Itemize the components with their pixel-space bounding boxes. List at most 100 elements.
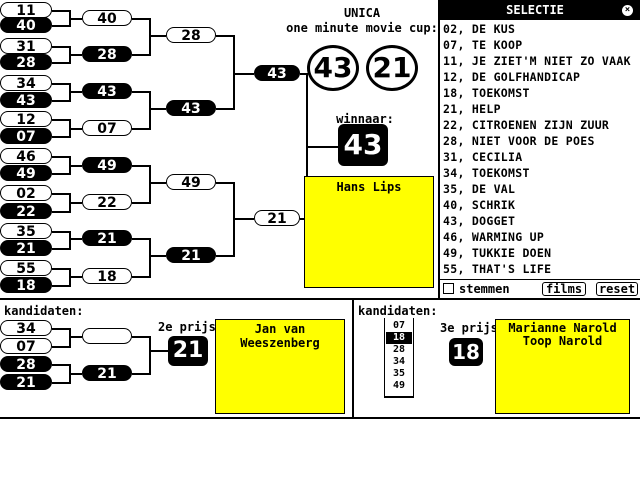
selectie-titlebar: [440, 0, 640, 20]
connector-line: [69, 336, 82, 338]
selectie-item[interactable]: 22, CITROENEN ZIJN ZUUR: [443, 118, 610, 132]
connector-line: [52, 100, 70, 102]
selectie-item[interactable]: 07, TE KOOP: [443, 38, 523, 52]
third-name: Marianne Narold Toop Narold: [508, 321, 617, 348]
connector-line: [52, 119, 70, 121]
selectie-item[interactable]: 55, THAT'S LIFE: [443, 262, 552, 276]
selectie-item[interactable]: 46, WARMING UP: [443, 230, 545, 244]
round4-entry: 43: [254, 65, 300, 82]
candidate-entry: 28: [0, 356, 52, 373]
connector-line: [52, 364, 70, 366]
selectie-item[interactable]: 11, JE ZIET'M NIET ZO VAAK: [443, 54, 631, 68]
selectie-item[interactable]: 28, NIET VOOR DE POES: [443, 134, 595, 148]
stemmen-label: stemmen: [459, 282, 510, 296]
connector-line: [69, 91, 82, 93]
round2-entry: 40: [82, 10, 132, 27]
selectie-item[interactable]: 49, TUKKIE DOEN: [443, 246, 552, 260]
connector-line: [52, 193, 70, 195]
connector-line: [52, 10, 70, 12]
connector-line: [149, 350, 168, 352]
selectie-item[interactable]: 35, DE VAL: [443, 182, 516, 196]
round1-entry: 22: [0, 203, 52, 220]
connector-line: [132, 276, 150, 278]
selectie-bottom-line: [440, 279, 640, 280]
app-subtitle: one minute movie cup:: [286, 21, 438, 35]
connector-line: [216, 255, 234, 257]
connector-line: [132, 238, 150, 240]
round1-entry: 28: [0, 54, 52, 71]
selectie-item[interactable]: 34, TOEKOMST: [443, 166, 530, 180]
bottom-border: [0, 417, 640, 419]
selectie-item[interactable]: 31, CECILIA: [443, 150, 523, 164]
selectie-item[interactable]: 21, HELP: [443, 102, 501, 116]
connector-line: [233, 35, 235, 110]
stemmen-checkbox[interactable]: [443, 283, 454, 294]
connector-line: [233, 73, 254, 75]
connector-line: [52, 136, 70, 138]
round1-entry: 40: [0, 17, 52, 34]
connector-line: [149, 238, 151, 278]
round1-entry: 43: [0, 92, 52, 109]
horizontal-divider: [0, 298, 640, 300]
candidate-entry: 34: [0, 320, 52, 337]
connector-line: [149, 182, 166, 184]
connector-line: [149, 91, 151, 130]
round1-entry: 07: [0, 128, 52, 145]
round2-entry: 49: [82, 157, 132, 174]
connector-line: [132, 336, 150, 338]
round2-entry: 28: [82, 46, 132, 63]
connector-line: [69, 328, 71, 348]
second-name: Jan van Weeszenberg: [240, 322, 320, 350]
connector-line: [132, 91, 150, 93]
connector-line: [69, 231, 71, 250]
round2-entry: 07: [82, 120, 132, 137]
third-list-item[interactable]: 07: [386, 320, 412, 332]
round3-entry: 49: [166, 174, 216, 191]
connector-line: [69, 202, 82, 204]
app-title: UNICA: [343, 6, 381, 20]
third-candidate-list[interactable]: [384, 318, 414, 398]
round1-entry: 34: [0, 75, 52, 92]
selectie-item[interactable]: 40, SCHRIK: [443, 198, 516, 212]
kandidaten-label-2: kandidaten:: [4, 304, 84, 318]
connector-line: [132, 202, 150, 204]
close-icon[interactable]: ×: [622, 5, 633, 16]
films-button[interactable]: films: [542, 282, 586, 296]
connector-line: [216, 182, 234, 184]
selectie-title: SELECTIE: [506, 3, 564, 17]
third-list-item[interactable]: 28: [386, 344, 412, 356]
third-list-item[interactable]: 35: [386, 368, 412, 380]
connector-line: [69, 276, 82, 278]
selectie-item[interactable]: 12, DE GOLFHANDICAP: [443, 70, 581, 84]
connector-line: [69, 54, 82, 56]
round1-entry: 31: [0, 38, 52, 55]
connector-line: [52, 211, 70, 213]
round3-entry: 21: [166, 247, 216, 264]
round2-entry: 18: [82, 268, 132, 285]
connector-line: [52, 382, 70, 384]
reset-button[interactable]: reset: [596, 282, 638, 296]
round1-entry: 21: [0, 240, 52, 257]
connector-line: [233, 218, 254, 220]
round1-entry: 11: [0, 2, 52, 19]
candidate-entry: 21: [0, 374, 52, 391]
connector-line: [52, 346, 70, 348]
connector-line: [132, 128, 150, 130]
connector-line: [52, 46, 70, 48]
round1-entry: 49: [0, 165, 52, 182]
selectie-item[interactable]: 43, DOGGET: [443, 214, 516, 228]
selectie-item[interactable]: 02, DE KUS: [443, 22, 516, 36]
round1-entry: 35: [0, 223, 52, 240]
connector-line: [132, 373, 150, 375]
winner-number: 43: [338, 124, 388, 166]
top-divider-vertical: [438, 0, 440, 300]
third-list-item[interactable]: 49: [386, 380, 412, 392]
selectie-item[interactable]: 18, TOEKOMST: [443, 86, 530, 100]
candidate-round2-entry: [82, 328, 132, 344]
connector-line: [52, 248, 70, 250]
third-list-item[interactable]: 34: [386, 356, 412, 368]
connector-line: [149, 165, 151, 204]
winner-label: winnaar:: [336, 112, 394, 126]
third-list-item[interactable]: 18: [386, 332, 412, 344]
round2-entry: 43: [82, 83, 132, 100]
